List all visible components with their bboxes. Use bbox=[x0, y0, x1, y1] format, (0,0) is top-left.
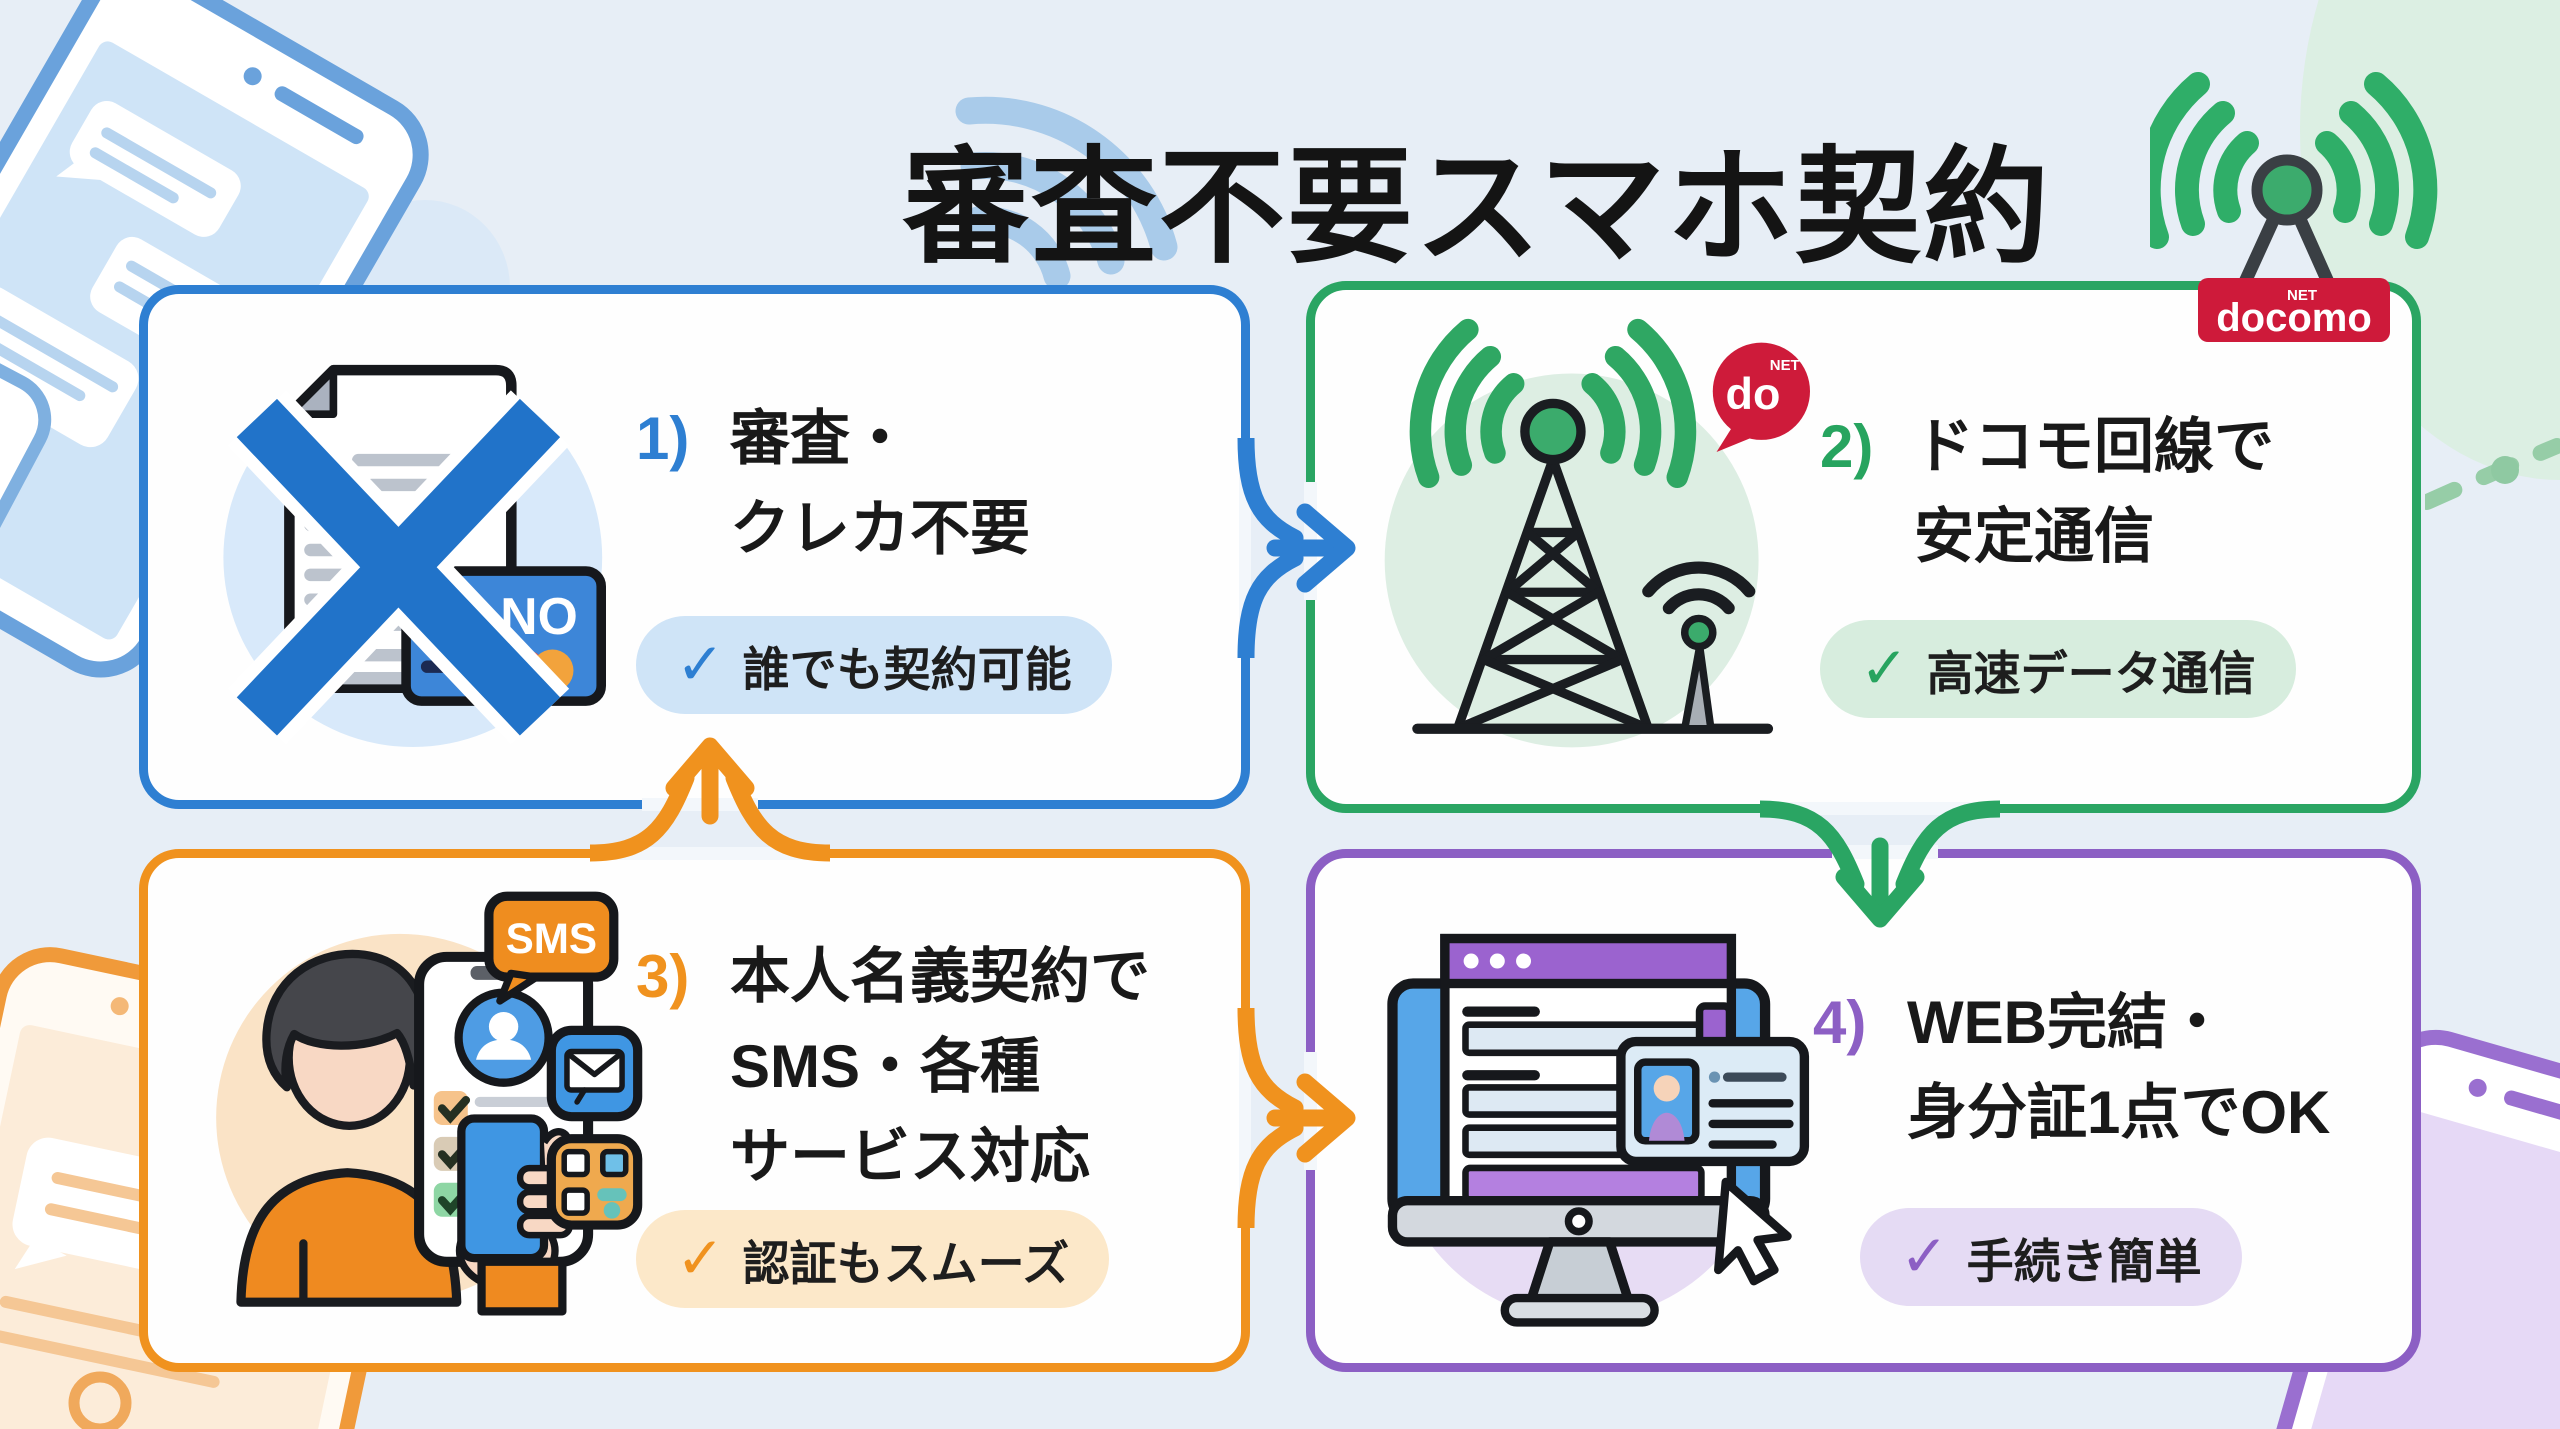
sms-bubble-icon: SMS bbox=[484, 891, 619, 1005]
cursor-icon bbox=[1714, 1177, 1792, 1286]
step-heading-line: 身分証1点でOK bbox=[1907, 1079, 2331, 1146]
step-2-heading: 2) ドコモ回線で 安定通信 bbox=[1820, 402, 2274, 582]
step-heading-line: クレカ不要 bbox=[730, 495, 1030, 562]
step-heading-line: 審査・ bbox=[730, 405, 910, 472]
id-card-icon bbox=[1616, 1002, 1810, 1167]
badge-label: 誰でも契約可能 bbox=[742, 642, 1072, 696]
step-heading-line: ドコモ回線で bbox=[1914, 413, 2274, 480]
step-3-heading: 3) 本人名義契約で SMS・各種 サービス対応 bbox=[636, 932, 1150, 1202]
step-heading-line: SMS・各種 bbox=[730, 1033, 1041, 1100]
step-number: 2) bbox=[1820, 413, 1874, 480]
do-net-bubble-icon: do NET bbox=[1712, 342, 1810, 453]
step-heading-line: サービス対応 bbox=[730, 1123, 1090, 1190]
step-1-heading: 1) 審査・ クレカ不要 bbox=[636, 394, 1030, 574]
step-1-box: NO 1) 審査・ クレカ不要 ✓ 誰でも契約可能 bbox=[139, 285, 1250, 809]
avatar bbox=[454, 988, 553, 1087]
home-button-ring-icon bbox=[68, 1371, 132, 1429]
small-antenna-icon bbox=[1642, 561, 1756, 733]
wifi-waves-icon bbox=[955, 96, 1178, 290]
step-1-badge: ✓ 誰でも契約可能 bbox=[636, 616, 1112, 714]
check-icon: ✓ bbox=[1860, 636, 1909, 701]
step-heading-line: WEB完結・ bbox=[1907, 989, 2227, 1056]
person-sms-verification-icon: SMS bbox=[184, 891, 643, 1338]
step-number: 1) bbox=[636, 405, 690, 472]
envelope-app-icon bbox=[546, 1025, 643, 1122]
check-icon: ✓ bbox=[1900, 1224, 1949, 1289]
step-2-box: do NET 2) ドコモ回線で 安定通信 ✓ 高速データ通信 bbox=[1306, 281, 2421, 813]
step-2-badge: ✓ 高速データ通信 bbox=[1820, 620, 2296, 718]
page-title: 審査不要スマホ契約 bbox=[902, 137, 2052, 279]
step-number: 4) bbox=[1813, 989, 1867, 1056]
badge-label: 認証もスムーズ bbox=[742, 1236, 1070, 1290]
docomo-label: docomo bbox=[2216, 296, 2372, 340]
docomo-antenna-icon: NET docomo bbox=[2150, 72, 2438, 342]
step-4-badge: ✓ 手続き簡単 bbox=[1860, 1208, 2242, 1306]
badge-label: 手続き簡単 bbox=[1966, 1234, 2202, 1288]
qr-app-icon bbox=[546, 1134, 643, 1230]
rejected-documents-icon: NO bbox=[188, 330, 628, 770]
do-bubble-label: do bbox=[1726, 368, 1781, 419]
step-4-heading: 4) WEB完結・ 身分証1点でOK bbox=[1813, 978, 2330, 1158]
step-number: 3) bbox=[636, 943, 690, 1010]
docomo-badge: NET docomo bbox=[2198, 278, 2390, 342]
step-3-badge: ✓ 認証もスムーズ bbox=[636, 1210, 1110, 1308]
web-monitor-icon bbox=[1370, 903, 1810, 1343]
cross-x-icon bbox=[227, 390, 570, 745]
step-heading-line: 安定通信 bbox=[1914, 503, 2154, 570]
step-4-box: 4) WEB完結・ 身分証1点でOK ✓ 手続き簡単 bbox=[1306, 849, 2421, 1372]
docomo-net-label: NET bbox=[2287, 287, 2317, 304]
sms-bubble-label: SMS bbox=[506, 915, 598, 962]
phone-sketch-left-icon bbox=[0, 321, 52, 600]
dashed-line-icon bbox=[2425, 438, 2560, 510]
step-heading-line: 本人名義契約で bbox=[730, 943, 1150, 1010]
badge-label: 高速データ通信 bbox=[1926, 646, 2256, 700]
do-bubble-net-label: NET bbox=[1770, 357, 1800, 374]
check-icon: ✓ bbox=[676, 632, 725, 697]
step-3-box: SMS 3) bbox=[139, 849, 1250, 1372]
check-icon: ✓ bbox=[676, 1226, 725, 1291]
signal-tower-icon: do NET bbox=[1375, 318, 1815, 778]
